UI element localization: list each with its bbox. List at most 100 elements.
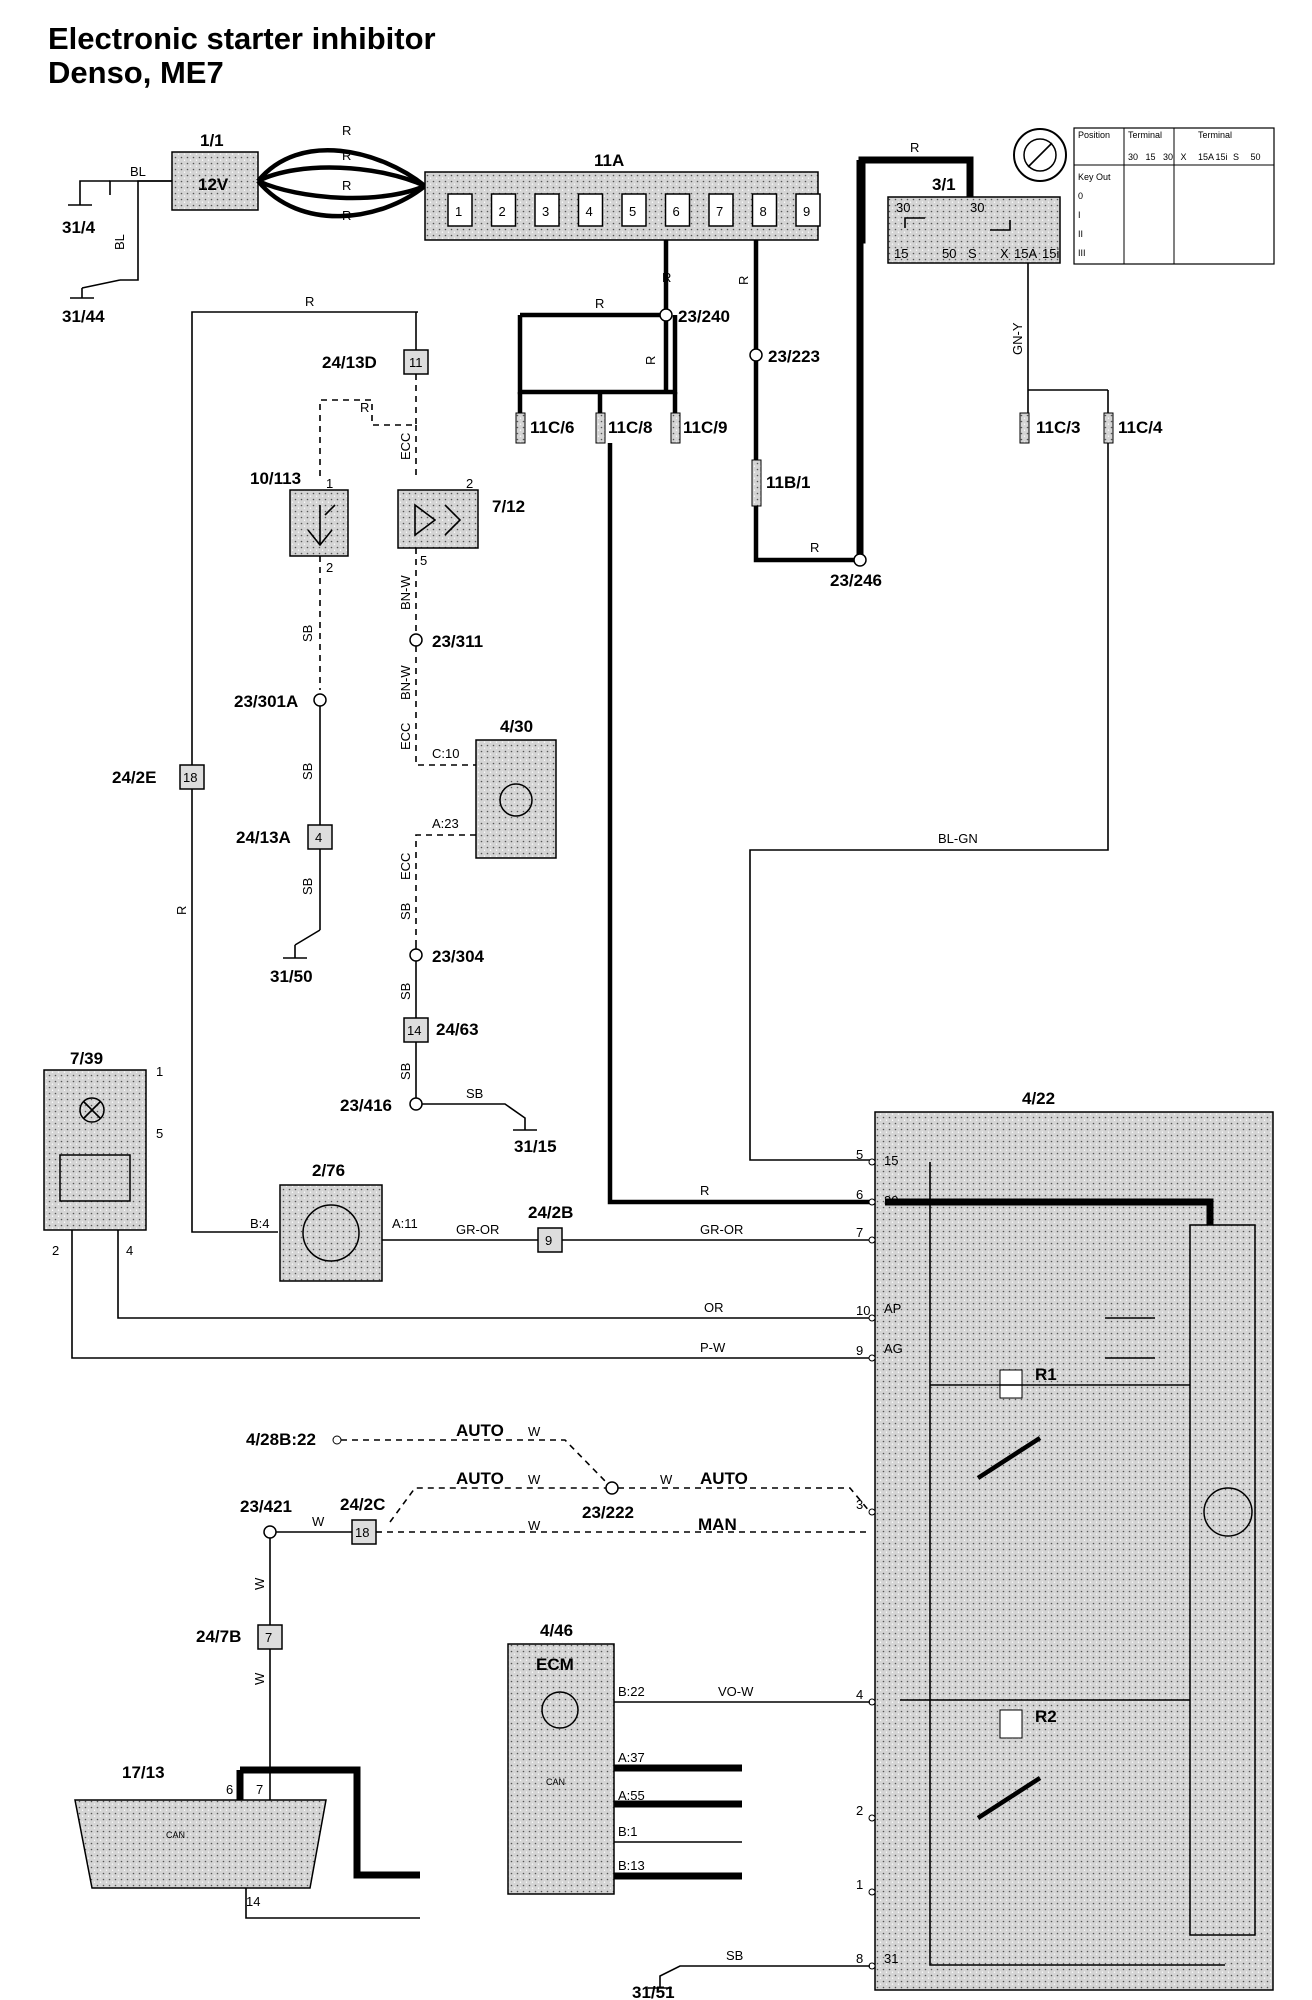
svg-text:R: R bbox=[736, 276, 751, 285]
ignition-switch-id: 3/1 bbox=[932, 175, 956, 194]
svg-text:30: 30 bbox=[884, 1193, 898, 1208]
svg-text:CAN: CAN bbox=[546, 1777, 565, 1787]
svg-text:24/7B: 24/7B bbox=[196, 1627, 241, 1646]
ground-31-15-label: 31/15 bbox=[514, 1137, 557, 1156]
signal-source: 4/28B:22 AUTO W bbox=[246, 1421, 607, 1483]
title-line-2: Denso, ME7 bbox=[48, 55, 224, 90]
diagram-title: Electronic starter inhibitor Denso, ME7 bbox=[48, 22, 436, 90]
svg-text:11B/1: 11B/1 bbox=[766, 473, 810, 492]
fuse-5: 5 bbox=[621, 193, 647, 227]
connector-24-7b: 7 24/7B bbox=[196, 1624, 283, 1650]
can-bus-wire-high bbox=[236, 1766, 420, 1879]
svg-text:17/13: 17/13 bbox=[122, 1763, 165, 1782]
fuse-number: 4 bbox=[586, 204, 593, 219]
connector-11c-9: 11C/9 bbox=[670, 412, 727, 444]
svg-text:R: R bbox=[700, 1183, 709, 1198]
svg-text:4: 4 bbox=[315, 830, 322, 845]
svg-text:30: 30 bbox=[970, 200, 984, 215]
svg-text:10/113: 10/113 bbox=[250, 469, 301, 488]
ground-31-50-symbol bbox=[283, 929, 321, 959]
svg-text:MAN: MAN bbox=[698, 1515, 737, 1534]
svg-text:11: 11 bbox=[409, 355, 423, 370]
wire-bl-ground bbox=[120, 180, 172, 281]
tcm-pin: 10 bbox=[856, 1303, 870, 1318]
key-table-row: I bbox=[1078, 210, 1081, 220]
fuse-number: 9 bbox=[803, 204, 810, 219]
svg-text:4/22: 4/22 bbox=[1022, 1089, 1055, 1108]
splice-23-222: 23/222 bbox=[582, 1481, 634, 1522]
fuse-number: 1 bbox=[455, 204, 462, 219]
svg-text:23/223: 23/223 bbox=[768, 347, 820, 366]
fuse-number: 2 bbox=[499, 204, 506, 219]
tcm-pin: 1 bbox=[856, 1877, 863, 1892]
wire-bl-gn bbox=[749, 443, 1109, 1161]
svg-text:A:37: A:37 bbox=[618, 1750, 645, 1765]
svg-text:50: 50 bbox=[942, 246, 956, 261]
svg-text:9: 9 bbox=[545, 1233, 552, 1248]
svg-text:2/76: 2/76 bbox=[312, 1161, 345, 1180]
svg-text:18: 18 bbox=[355, 1525, 369, 1540]
svg-text:W: W bbox=[660, 1472, 673, 1487]
svg-text:4/30: 4/30 bbox=[500, 717, 533, 736]
immobilizer-2-76: 2/76 B:4 A:11 bbox=[250, 1161, 418, 1282]
splice-23-301a: 23/301A bbox=[234, 692, 327, 711]
connector-24-13a: 4 24/13A bbox=[236, 824, 333, 850]
led-7-12: 7/12 2 5 bbox=[397, 476, 525, 568]
fuse-box-id: 11A bbox=[594, 151, 624, 170]
key-table-col: 15A bbox=[1198, 152, 1214, 162]
battery-body bbox=[171, 151, 259, 211]
splice-23-240: 23/240 bbox=[659, 307, 730, 326]
wire-label-gn-y: GN-Y bbox=[1010, 322, 1025, 355]
svg-text:14: 14 bbox=[246, 1894, 260, 1909]
svg-text:S: S bbox=[968, 246, 977, 261]
ground-31-50-label: 31/50 bbox=[270, 967, 313, 986]
svg-text:R: R bbox=[342, 178, 351, 193]
wire-r-fuse8 bbox=[753, 240, 863, 563]
svg-text:R: R bbox=[662, 270, 671, 285]
svg-text:AUTO: AUTO bbox=[456, 1469, 504, 1488]
tcm-pin: 2 bbox=[856, 1803, 863, 1818]
splice-23-246: 23/246 bbox=[830, 553, 882, 590]
fuse-4: 4 bbox=[577, 193, 604, 227]
svg-text:11C/4: 11C/4 bbox=[1118, 418, 1163, 437]
svg-text:24/2C: 24/2C bbox=[340, 1495, 385, 1514]
connector-24-13d: 11 24/13D bbox=[322, 349, 429, 375]
battery-ground-wire bbox=[109, 180, 172, 195]
fuse-3: 3 bbox=[534, 193, 560, 227]
svg-text:R: R bbox=[305, 294, 314, 309]
svg-text:BN-W: BN-W bbox=[398, 575, 413, 610]
key-table-row: Key Out bbox=[1078, 172, 1111, 182]
battery: 1/1 12V bbox=[171, 131, 259, 211]
svg-text:4: 4 bbox=[126, 1243, 133, 1258]
svg-text:24/13D: 24/13D bbox=[322, 353, 377, 372]
svg-text:23/240: 23/240 bbox=[678, 307, 730, 326]
key-table-row: III bbox=[1078, 248, 1086, 258]
svg-text:AUTO: AUTO bbox=[456, 1421, 504, 1440]
svg-text:BN-W: BN-W bbox=[398, 665, 413, 700]
fuse-number: 3 bbox=[542, 204, 549, 219]
connector-24-2e: 18 24/2E bbox=[112, 764, 205, 790]
svg-text:23/421: 23/421 bbox=[240, 1497, 292, 1516]
wire-r-tcm-30 bbox=[607, 443, 870, 1205]
svg-text:SB: SB bbox=[726, 1948, 743, 1963]
svg-text:AP: AP bbox=[884, 1301, 901, 1316]
ignition-key-icon bbox=[1013, 128, 1067, 182]
ground-31-15-symbol bbox=[422, 1103, 537, 1131]
fuse-9: 9 bbox=[795, 193, 821, 227]
connector-24-2b: 9 24/2B bbox=[528, 1203, 573, 1253]
svg-text:7/12: 7/12 bbox=[492, 497, 525, 516]
svg-text:A:11: A:11 bbox=[392, 1216, 418, 1231]
svg-text:AUTO: AUTO bbox=[700, 1469, 748, 1488]
svg-text:15: 15 bbox=[894, 246, 908, 261]
svg-text:A:23: A:23 bbox=[432, 816, 459, 831]
battery-voltage: 12V bbox=[198, 175, 229, 194]
svg-text:Terminal: Terminal bbox=[1128, 130, 1162, 140]
can-bus-wire-low bbox=[245, 1888, 420, 1919]
svg-text:W: W bbox=[528, 1424, 541, 1439]
svg-text:24/2B: 24/2B bbox=[528, 1203, 573, 1222]
svg-text:R: R bbox=[342, 208, 351, 223]
svg-text:R: R bbox=[643, 356, 658, 365]
svg-text:31: 31 bbox=[884, 1951, 898, 1966]
svg-text:SB: SB bbox=[300, 878, 315, 895]
